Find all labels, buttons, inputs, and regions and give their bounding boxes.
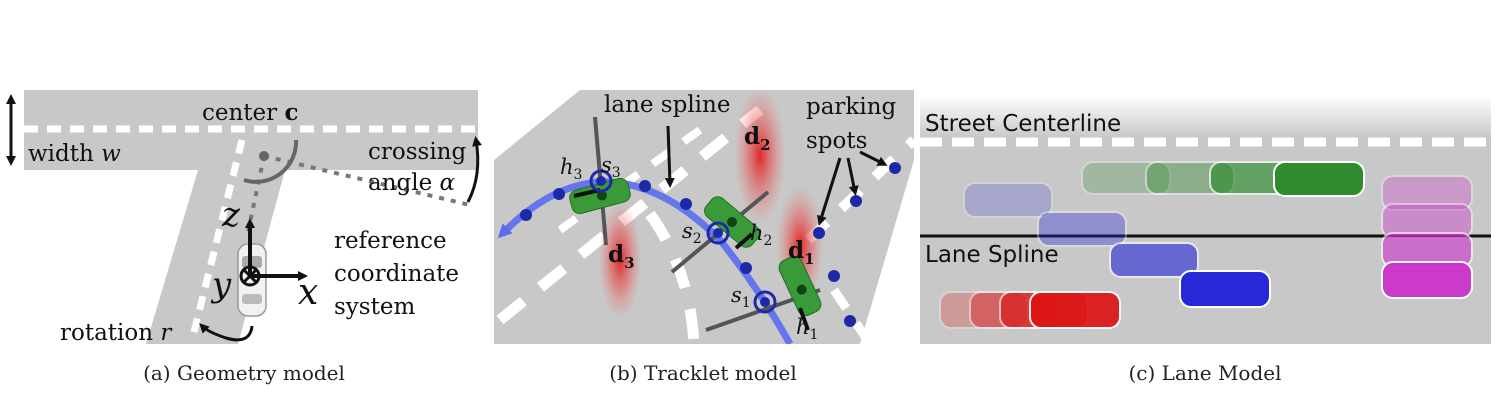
crossing-angle-arrow: [466, 136, 482, 203]
crossing-angle-arc: [243, 139, 299, 184]
tracklet-car-1: [778, 255, 822, 317]
crossing-label-line2: angle α: [368, 170, 456, 196]
caption-a: (a) Geometry model: [143, 361, 345, 385]
side-road-lane-line: [188, 139, 246, 341]
z-axis-label: z: [221, 195, 241, 235]
h1-label: h1: [796, 315, 818, 343]
right-offroad: [860, 160, 914, 344]
parking-pointer-1: [817, 157, 842, 226]
right-road-edge-2: [830, 287, 874, 344]
h1-bar: [798, 307, 810, 331]
x-axis-label: x: [298, 272, 318, 313]
top-fade: [920, 96, 1491, 138]
red-car-track: [939, 291, 1121, 329]
y-axis-symbol: [239, 265, 261, 287]
crossing-label-line1: crossing: [368, 139, 466, 165]
h2-label: h2: [750, 221, 772, 249]
parking-pointer-2: [846, 157, 859, 196]
d1-label: d1: [788, 237, 815, 268]
s3-point: [589, 169, 613, 193]
street-centerline-label: Street Centerline: [925, 111, 1121, 137]
lane-spline-label-c: Lane Spline: [925, 242, 1059, 268]
blue-car-track: [963, 182, 1271, 308]
lane-spline-label: lane spline: [604, 92, 730, 118]
lane-dash-2: [645, 210, 700, 344]
tracklet-model-panel: lane spline parking spots d2 d1 d3 s3 s2…: [494, 90, 914, 385]
parking-pointer-3: [859, 150, 888, 166]
lane-dash-3: [557, 126, 703, 234]
reference-label-line1: reference: [334, 228, 447, 254]
magenta-car-track: [1381, 175, 1473, 299]
parking-label-line1: parking: [806, 94, 897, 120]
rotation-label: rotation r: [60, 320, 173, 346]
geometry-model-panel: center c width w crossing angle α z y x …: [6, 90, 482, 385]
s1-point: [753, 290, 777, 314]
tracklet-car-3: [569, 177, 631, 215]
reference-label-line3: system: [334, 294, 415, 320]
top-left-offroad: [494, 90, 580, 160]
center-label: center c: [202, 99, 298, 126]
parking-spot-dots: [813, 162, 901, 327]
s1-label: s1: [731, 283, 751, 311]
tracklet-car-2: [704, 196, 760, 248]
parking-label-line2: spots: [806, 128, 867, 154]
s2-point: [706, 221, 730, 245]
y-axis-label: y: [210, 265, 232, 305]
width-label: width w: [28, 141, 121, 167]
detection-d2-blob: [734, 90, 786, 225]
caption-c: (c) Lane Model: [1129, 361, 1282, 385]
lane-spline-pointer: [664, 125, 675, 188]
detection-d3-blob: [598, 200, 642, 320]
d3-label: d3: [608, 241, 635, 272]
s3-label: s3: [601, 153, 621, 181]
h3-label: h3: [560, 155, 582, 183]
rotation-arrow: [199, 323, 254, 342]
h2-bar: [734, 232, 754, 250]
green-car-track: [1081, 161, 1365, 197]
s2-label: s2: [682, 219, 702, 247]
center-point: [259, 151, 269, 161]
spline-dots: [520, 180, 752, 274]
d2-label: d2: [744, 123, 771, 154]
caption-b: (b) Tracklet model: [609, 361, 797, 385]
reference-label-line2: coordinate: [334, 261, 459, 287]
lane-model-panel: Street Centerline Lane Spline (c) Lane M…: [920, 96, 1491, 385]
